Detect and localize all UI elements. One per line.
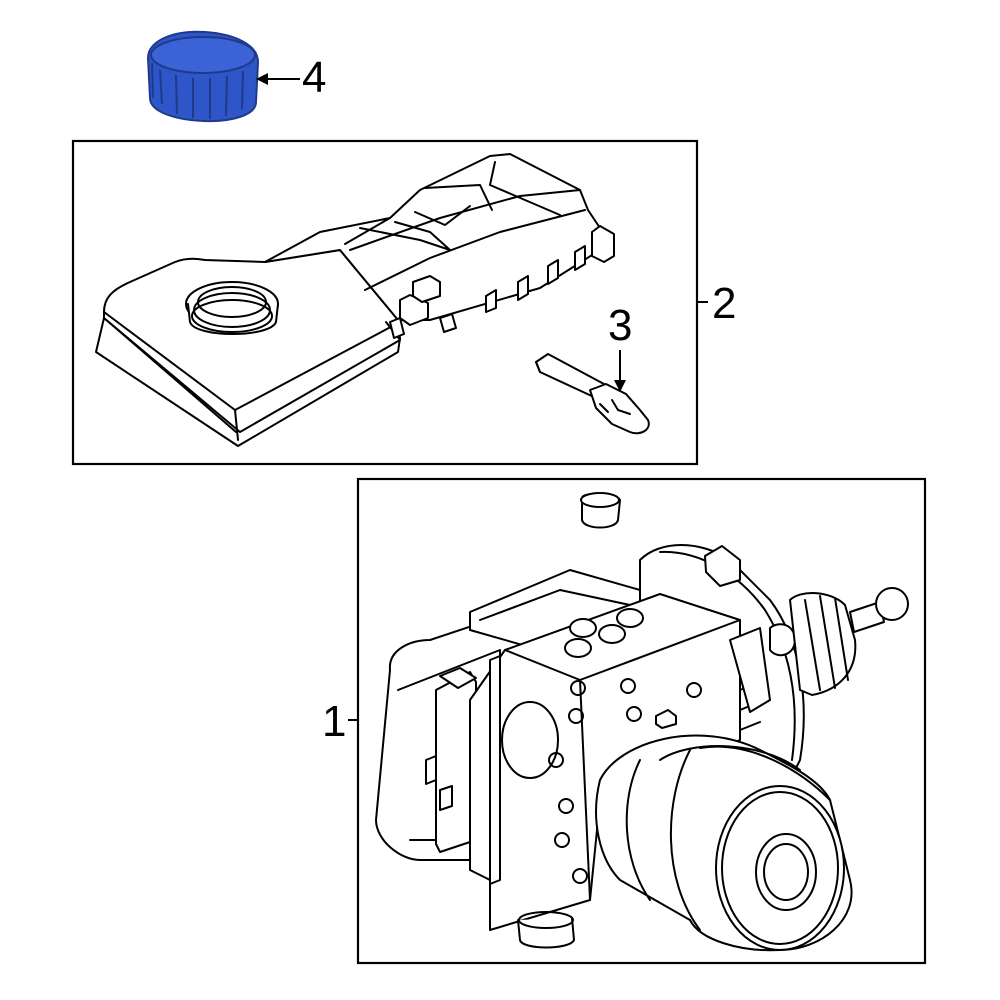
reservoir-cap-part-4[interactable] [146,30,260,123]
brake-fluid-reservoir-part-2[interactable] [95,153,615,447]
callout-3: 3 [608,301,632,392]
abs-modulator-assembly-part-1[interactable] [375,492,909,952]
callout-label-3: 3 [608,301,632,350]
callout-4: 4 [256,53,326,102]
callout-label-2: 2 [712,279,736,328]
fluid-level-sensor-part-3[interactable] [535,353,650,435]
callout-label-4: 4 [302,53,326,102]
callout-2: 2 [697,279,736,328]
callout-1: 1 [322,697,358,746]
callout-label-1: 1 [322,697,346,746]
